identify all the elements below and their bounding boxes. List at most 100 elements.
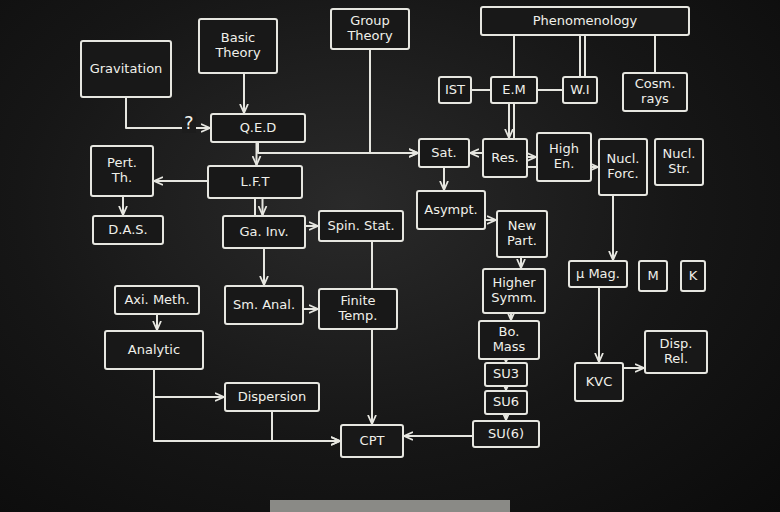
topic-text: Nucl. Str.	[661, 147, 697, 177]
chalk-connector	[404, 435, 472, 437]
topic-text: CPT	[347, 434, 397, 449]
chalk-connector	[156, 315, 158, 330]
topic-box: Nucl. Str.	[654, 138, 704, 186]
topic-text: Sm. Anal.	[231, 298, 297, 313]
chalk-connector	[520, 258, 522, 268]
topic-text: Finite Temp.	[325, 294, 391, 324]
topic-text: SU(6)	[479, 427, 533, 442]
chalk-connector	[154, 370, 224, 397]
topic-text: Axi. Meth.	[121, 293, 193, 308]
topic-text: Dispersion	[231, 390, 313, 405]
topic-text: M	[645, 269, 661, 284]
topic-box: W.I	[562, 76, 598, 104]
topic-box: Basic Theory	[198, 18, 278, 74]
topic-text: New Part.	[503, 219, 541, 249]
topic-box: M	[638, 260, 668, 292]
chalk-connector	[258, 143, 418, 153]
topic-box: E.M	[490, 76, 538, 104]
topic-text: Cosm. rays	[629, 77, 681, 107]
chalk-connector	[371, 242, 373, 424]
topic-box: Spin. Stat.	[318, 210, 404, 242]
question-mark: ?	[182, 112, 196, 133]
chalk-connector	[443, 168, 445, 190]
chalk-connector	[243, 74, 245, 113]
chalk-connector	[598, 288, 600, 362]
topic-text: High En.	[543, 142, 585, 172]
topic-box: Ga. Inv.	[222, 215, 306, 249]
topic-box: K	[680, 260, 706, 292]
topic-text: Group Theory	[337, 14, 403, 44]
topic-text: Q.E.D	[217, 121, 299, 136]
chalk-connector	[654, 36, 656, 72]
topic-box: Analytic	[104, 330, 204, 370]
topic-text: μ Mag.	[575, 267, 621, 282]
topic-box: Finite Temp.	[318, 288, 398, 330]
chalk-connector	[486, 219, 496, 221]
topic-text: W.I	[569, 83, 591, 98]
topic-box: Phenomenology	[480, 6, 690, 36]
topic-box: D.A.S.	[92, 215, 164, 245]
topic-box: Axi. Meth.	[114, 285, 200, 315]
topic-text: Gravitation	[87, 62, 165, 77]
topic-text: Disp. Rel.	[651, 337, 701, 367]
topic-box: CPT	[340, 424, 404, 458]
topic-box: SU6	[484, 390, 528, 415]
chalk-connector	[579, 36, 581, 76]
topic-text: SU6	[491, 395, 521, 410]
chalk-connector	[624, 367, 644, 369]
topic-box: SU3	[484, 362, 528, 387]
topic-box: High En.	[536, 132, 592, 182]
topic-text: Basic Theory	[205, 31, 271, 61]
topic-box: SU(6)	[472, 420, 540, 448]
chalk-connector	[513, 36, 515, 76]
topic-box: KVC	[574, 362, 624, 402]
topic-box: Cosm. rays	[622, 72, 688, 112]
topic-box: L.F.T	[207, 165, 303, 199]
topic-box: Pert. Th.	[90, 145, 154, 197]
topic-text: Higher Symm.	[489, 276, 539, 306]
topic-text: Analytic	[111, 343, 197, 358]
topic-box: Res.	[482, 138, 528, 178]
topic-box: μ Mag.	[568, 260, 628, 288]
topic-text: Phenomenology	[487, 14, 683, 29]
chalk-connector	[126, 98, 210, 128]
chalk-connector	[154, 180, 207, 182]
topic-box: Bo. Mass	[478, 320, 540, 360]
topic-text: E.M	[497, 83, 531, 98]
topic-text: Spin. Stat.	[325, 219, 397, 234]
topic-box: Sm. Anal.	[224, 285, 304, 325]
topic-text: Sat.	[425, 146, 463, 161]
chalk-connector	[272, 412, 340, 441]
topic-box: Gravitation	[80, 40, 172, 98]
chalk-connector	[508, 104, 510, 138]
topic-box: Disp. Rel.	[644, 330, 708, 374]
chalk-connector	[154, 370, 340, 441]
chalk-connector	[370, 50, 418, 153]
topic-box: IST	[438, 76, 472, 104]
topic-text: Bo. Mass	[485, 325, 533, 355]
chalk-connector	[262, 199, 264, 215]
topic-text: D.A.S.	[99, 223, 157, 238]
topic-text: Res.	[489, 151, 521, 166]
topic-text: IST	[445, 83, 465, 98]
topic-text: K	[687, 269, 699, 284]
topic-text: Ga. Inv.	[229, 225, 299, 240]
topic-box: Q.E.D	[210, 113, 306, 143]
topic-box: Sat.	[418, 138, 470, 168]
chalk-ledge	[270, 500, 510, 512]
chalk-connector	[122, 197, 124, 215]
topic-box: Nucl. Forc.	[598, 138, 648, 196]
topic-text: L.F.T	[214, 175, 296, 190]
topic-text: Asympt.	[423, 203, 479, 218]
topic-text: KVC	[581, 375, 617, 390]
topic-box: Dispersion	[224, 382, 320, 412]
topic-text: Nucl. Forc.	[605, 152, 641, 182]
topic-text: SU3	[491, 367, 521, 382]
topic-text: Pert. Th.	[97, 156, 147, 186]
chalk-connector	[612, 196, 614, 260]
topic-box: Higher Symm.	[482, 268, 546, 314]
topic-box: Asympt.	[416, 190, 486, 230]
topic-box: Group Theory	[330, 8, 410, 50]
topic-box: New Part.	[496, 210, 548, 258]
